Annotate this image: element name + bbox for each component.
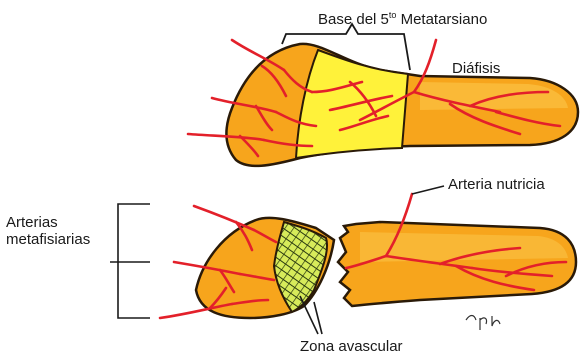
zona-avascular-label: Zona avascular	[300, 338, 403, 355]
arterias-label-line2: metafisiarias	[6, 231, 90, 248]
arteria-nutricia-leader	[412, 186, 444, 194]
arterias-bracket	[110, 204, 150, 318]
signature-mark	[466, 316, 500, 331]
base-label: Base del 5to Metatarsiano	[318, 10, 487, 28]
top-bone	[188, 40, 578, 166]
arterias-label-line1: Arterias	[6, 214, 90, 231]
bottom-bone-fragment	[160, 206, 334, 318]
diafisis-label: Diáfisis	[452, 60, 500, 77]
base-label-suffix: Metatarsiano	[396, 11, 487, 28]
arteria-nutricia-label: Arteria nutricia	[448, 176, 545, 193]
bottom-bone-shaft	[338, 194, 576, 306]
arterias-metafisiarias-label: Arterias metafisiarias	[6, 214, 90, 249]
base-label-prefix: Base del 5	[318, 11, 389, 28]
